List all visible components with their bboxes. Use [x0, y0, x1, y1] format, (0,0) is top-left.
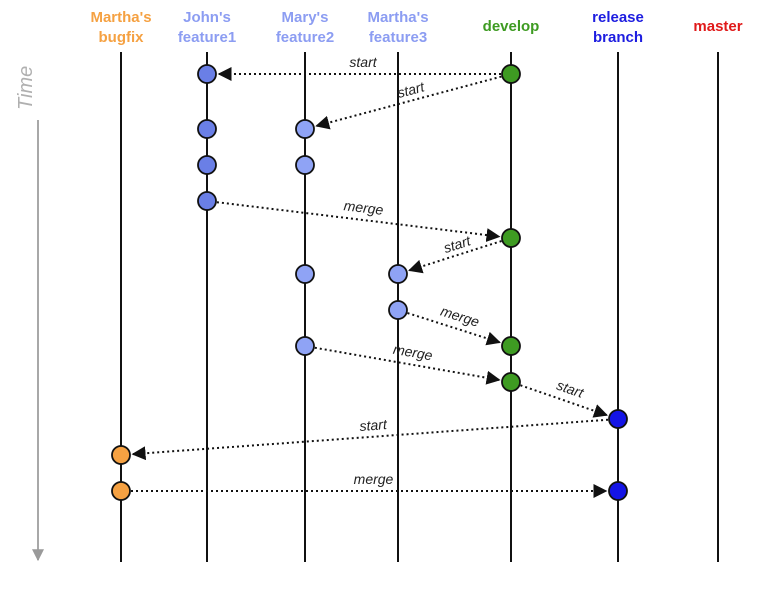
commits [111, 64, 628, 501]
commit-node-release-17 [608, 481, 628, 501]
commit-node-develop-13 [501, 372, 521, 392]
commit-node-bugfix-15 [111, 445, 131, 465]
commit-node-feature1-1 [197, 64, 217, 84]
time-axis-label: Time [15, 66, 37, 110]
branch-title-release-line1: release [592, 9, 644, 26]
branch-title-master-line1: master [693, 18, 742, 35]
edges: startstartmergestartmergemergestartstart… [131, 54, 609, 498]
edge-label-6: start [555, 377, 587, 401]
branch-title-bugfix-line1: Martha's [90, 9, 151, 26]
commit-node-develop-7 [501, 228, 521, 248]
commit-node-develop-0 [501, 64, 521, 84]
edge-start-6 [520, 384, 608, 418]
edge-label-5: merge [392, 341, 434, 364]
commit-node-feature2-11 [295, 336, 315, 356]
edge-start-3 [408, 240, 502, 274]
time-axis: Time [15, 66, 44, 562]
commit-node-feature1-6 [197, 191, 217, 211]
edge-label-3: start [442, 232, 474, 256]
commit-node-feature2-5 [295, 155, 315, 175]
edge-label-7: start [359, 416, 388, 434]
commit-node-feature3-10 [388, 300, 408, 320]
commit-node-feature3-9 [388, 264, 408, 284]
branch-titles: Martha's bugfix John's feature1 Mary's featur… [90, 9, 742, 46]
commit-node-develop-12 [501, 336, 521, 356]
edge-label-0: start [349, 54, 377, 70]
edge-merge-5 [314, 346, 501, 385]
commit-node-release-14 [608, 409, 628, 429]
branch-title-feature3-line1: Martha's [367, 9, 428, 26]
branch-title-develop-line1: develop [483, 18, 540, 35]
commit-node-bugfix-16 [111, 481, 131, 501]
edge-merge-4 [407, 312, 501, 346]
edge-label-1: start [395, 78, 427, 101]
commit-node-feature1-4 [197, 155, 217, 175]
branch-title-release-line2: branch [593, 29, 643, 46]
edge-label-2: merge [343, 197, 385, 218]
edge-merge-2 [216, 201, 501, 242]
edge-label-8: merge [354, 471, 394, 487]
branch-title-bugfix-line2: bugfix [99, 29, 145, 46]
branch-title-feature1-line2: feature1 [178, 29, 236, 46]
commit-node-feature1-3 [197, 119, 217, 139]
commit-node-feature2-8 [295, 264, 315, 284]
branch-title-feature1-line1: John's [183, 9, 231, 26]
branch-title-feature3-line2: feature3 [369, 29, 427, 46]
edge-label-4: merge [439, 303, 482, 330]
branch-title-feature2-line2: feature2 [276, 29, 334, 46]
commit-node-feature2-2 [295, 119, 315, 139]
edge-start-7 [131, 418, 609, 461]
branch-title-feature2-line1: Mary's [282, 9, 329, 26]
edge-start-1 [315, 75, 502, 130]
